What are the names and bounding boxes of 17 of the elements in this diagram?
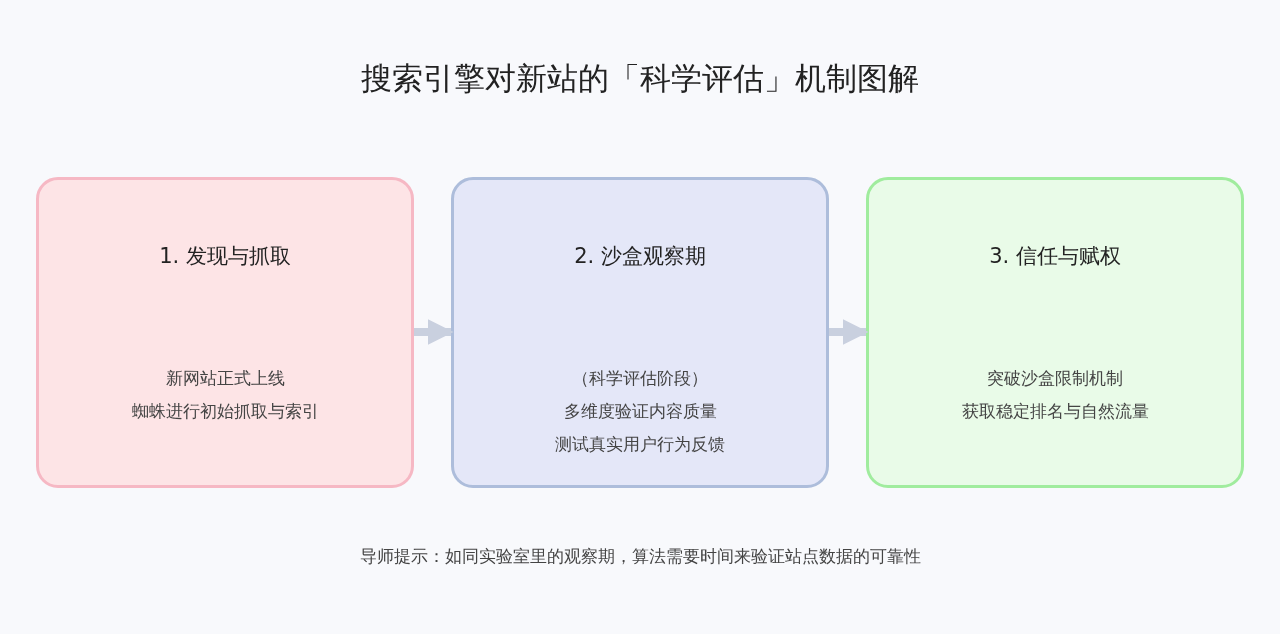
stage-description: （科学评估阶段） — [572, 368, 708, 388]
arrow — [414, 319, 454, 345]
stage-box — [451, 177, 829, 488]
stage-heading: 1. 发现与抓取 — [159, 244, 291, 268]
stage-description: 多维度验证内容质量 — [563, 401, 717, 421]
stage-box — [866, 177, 1244, 488]
stage-heading: 2. 沙盒观察期 — [574, 244, 706, 268]
stage-box — [36, 177, 414, 488]
stage-description: 测试真实用户行为反馈 — [555, 434, 725, 454]
title: 搜索引擎对新站的「科学评估」机制图解 — [361, 60, 919, 96]
tip-note: 导师提示：如同实验室里的观察期，算法需要时间来验证站点数据的可靠性 — [359, 546, 921, 566]
stage-description: 新网站正式上线 — [165, 368, 285, 388]
stage-description: 蜘蛛进行初始抓取与索引 — [131, 401, 319, 421]
stage-heading: 3. 信任与赋权 — [989, 244, 1121, 268]
stage-description: 突破沙盒限制机制 — [987, 368, 1123, 388]
stage-description: 获取稳定排名与自然流量 — [961, 401, 1149, 421]
arrow — [829, 319, 869, 345]
